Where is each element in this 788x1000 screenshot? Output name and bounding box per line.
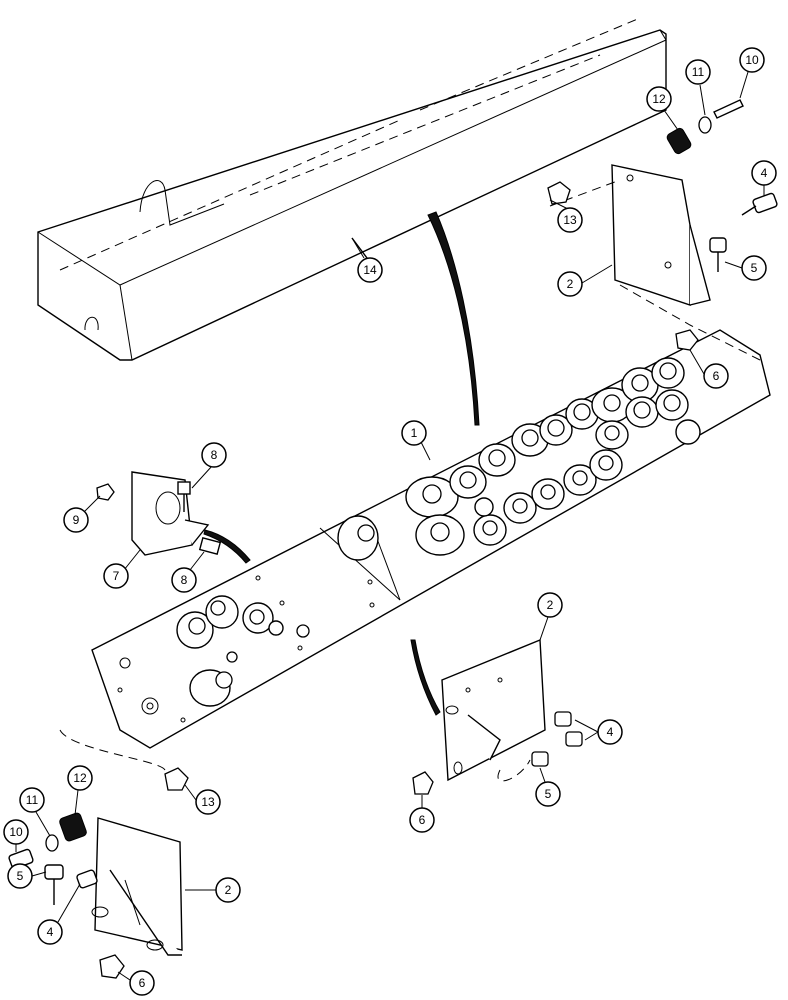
- mounting-plate-assembly: [91, 329, 771, 749]
- callout-9: 9: [63, 495, 101, 533]
- svg-text:5: 5: [751, 261, 758, 275]
- svg-text:10: 10: [9, 825, 23, 839]
- bracket-mid-right: [412, 638, 583, 795]
- svg-text:5: 5: [17, 869, 24, 883]
- callout-6-top: 6: [689, 349, 729, 389]
- callout-7: 7: [103, 549, 141, 589]
- callout-6-bot: 6: [117, 970, 155, 996]
- svg-text:8: 8: [181, 573, 188, 587]
- callout-12-bot: 12: [67, 765, 93, 816]
- leader-curves: [203, 211, 480, 716]
- svg-text:1: 1: [411, 426, 418, 440]
- callouts: 14 12 11 10 13 4 2 5 6 1 8 9 7 8 2 4 5 6…: [3, 47, 777, 996]
- svg-text:2: 2: [567, 277, 574, 291]
- callout-5-mid: 5: [535, 767, 561, 807]
- bracket-small-left: [96, 471, 222, 556]
- callout-2-top: 2: [557, 264, 613, 297]
- svg-text:2: 2: [225, 883, 232, 897]
- callout-11-top: 11: [685, 59, 711, 116]
- callout-13-bot: 13: [184, 784, 221, 815]
- svg-text:8: 8: [211, 448, 218, 462]
- svg-text:6: 6: [139, 976, 146, 990]
- fuse-holders: [117, 357, 701, 723]
- svg-text:11: 11: [26, 793, 39, 807]
- svg-text:13: 13: [563, 213, 577, 227]
- svg-text:12: 12: [652, 92, 666, 106]
- callout-2-bot: 2: [185, 877, 241, 903]
- callout-10-bot: 10: [3, 819, 29, 852]
- callout-4-bot: 4: [37, 883, 81, 945]
- cover-channel: [37, 17, 667, 361]
- callout-14: 14: [351, 237, 383, 283]
- svg-text:6: 6: [713, 369, 720, 383]
- svg-text:6: 6: [419, 813, 426, 827]
- callout-11-bot: 11: [19, 787, 51, 837]
- svg-text:13: 13: [201, 795, 215, 809]
- bracket-bottom-left: [8, 729, 189, 979]
- svg-text:4: 4: [47, 925, 54, 939]
- callout-10-top: 10: [739, 47, 765, 99]
- callout-13-top: 13: [549, 199, 583, 233]
- callout-4-mid: 4: [574, 719, 623, 745]
- callout-4-top: 4: [751, 160, 777, 196]
- svg-text:10: 10: [745, 53, 759, 67]
- fastener-group-top: [547, 99, 778, 351]
- bracket-top-right: [549, 164, 761, 361]
- svg-text:11: 11: [692, 65, 705, 79]
- svg-text:4: 4: [607, 725, 614, 739]
- callout-8-lower: 8: [171, 551, 205, 593]
- callout-5-top: 5: [724, 255, 767, 281]
- svg-text:14: 14: [363, 263, 377, 277]
- svg-text:5: 5: [545, 787, 552, 801]
- svg-text:9: 9: [73, 513, 80, 527]
- callout-2-mid: 2: [537, 592, 563, 641]
- svg-text:7: 7: [113, 569, 120, 583]
- callout-1: 1: [401, 420, 431, 461]
- callout-6-mid: 6: [409, 795, 435, 833]
- svg-text:12: 12: [73, 771, 87, 785]
- svg-text:4: 4: [761, 166, 768, 180]
- callout-5-bot: 5: [7, 863, 47, 889]
- callout-12-top: 12: [646, 86, 679, 131]
- callout-8-upper: 8: [191, 442, 227, 489]
- svg-text:2: 2: [547, 598, 554, 612]
